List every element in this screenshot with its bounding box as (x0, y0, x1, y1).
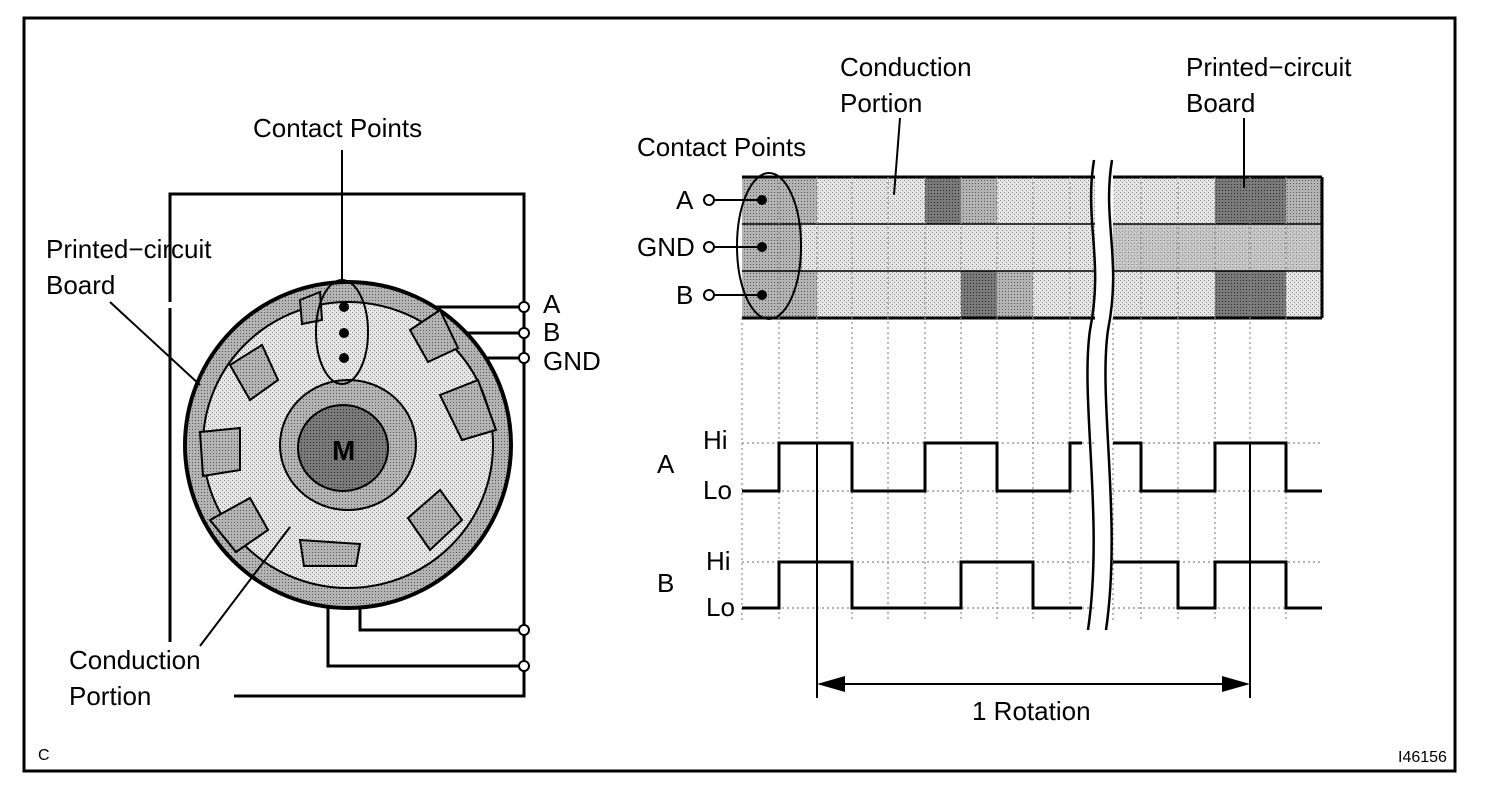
strip-row-a-label: A (676, 185, 694, 215)
right-leader-lines (893, 117, 1245, 196)
waveform-a-continued (1113, 441, 1322, 493)
left-pcb-label-line1: Printed−circuit (46, 234, 212, 264)
right-conduction-label-line1: Conduction (840, 52, 972, 82)
waveform-b-label: B (657, 568, 674, 598)
contact-point-b (339, 328, 349, 338)
left-contact-points-label: Contact Points (253, 113, 422, 143)
terminal-b-dot (518, 327, 530, 339)
terminal-b-label: B (543, 317, 560, 347)
terminal-5-dot (518, 660, 530, 672)
terminal-a-dot (518, 301, 530, 313)
left-leader-lines (109, 150, 343, 647)
left-conduction-label-line2: Portion (69, 681, 151, 711)
right-conduction-label-line2: Portion (840, 88, 922, 118)
unrolled-board (742, 175, 1324, 320)
right-contact-points-label: Contact Points (637, 132, 806, 162)
rotation-dimension (816, 443, 1251, 698)
corner-letter: C (38, 747, 50, 764)
left-pcb-label-line2: Board (46, 270, 115, 300)
disc-conduction-segments (198, 290, 498, 567)
waveform-b-hi-label: Hi (706, 546, 731, 576)
contact-point-gnd (339, 353, 349, 363)
left-disc-view: M A B GND Contact Points Printed−circuit… (46, 113, 601, 711)
strip-contact-dots (703, 194, 767, 301)
rotation-arrow-right (1222, 676, 1250, 692)
left-conduction-label-line1: Conduction (69, 645, 201, 675)
timing-grid (741, 177, 1287, 620)
break-marks (1086, 159, 1115, 631)
figure-id: I46156 (1398, 749, 1447, 766)
terminal-a-label: A (543, 289, 561, 319)
motor-label: M (332, 435, 355, 466)
waveform-a (742, 441, 1082, 493)
strip-contact-lines (714, 199, 762, 296)
motor-hub-inner (297, 404, 389, 492)
terminal-4-dot (518, 624, 530, 636)
waveform-a-lo-label: Lo (703, 475, 732, 505)
strip-row-b-label: B (676, 280, 693, 310)
waveform-b-lo-label: Lo (706, 592, 735, 622)
right-pcb-label-line2: Board (1186, 88, 1255, 118)
right-pcb-label-line1: Printed−circuit (1186, 52, 1352, 82)
terminal-gnd-dot (518, 352, 530, 364)
waveform-b (742, 560, 1082, 610)
waveform-a-label: A (657, 449, 675, 479)
rotation-label: 1 Rotation (972, 696, 1091, 726)
strip-row-gnd-label: GND (637, 232, 695, 262)
right-unrolled-view: A GND B Conduction Portion Printed−circu… (637, 52, 1352, 726)
waveform-a-hi-label: Hi (703, 425, 728, 455)
terminal-gnd-label: GND (543, 346, 601, 376)
terminals (518, 301, 530, 672)
rotation-arrow-left (817, 676, 845, 692)
contact-point-a (339, 302, 349, 312)
figure-border (22, 16, 1457, 773)
waveform-b-continued (1113, 560, 1322, 610)
